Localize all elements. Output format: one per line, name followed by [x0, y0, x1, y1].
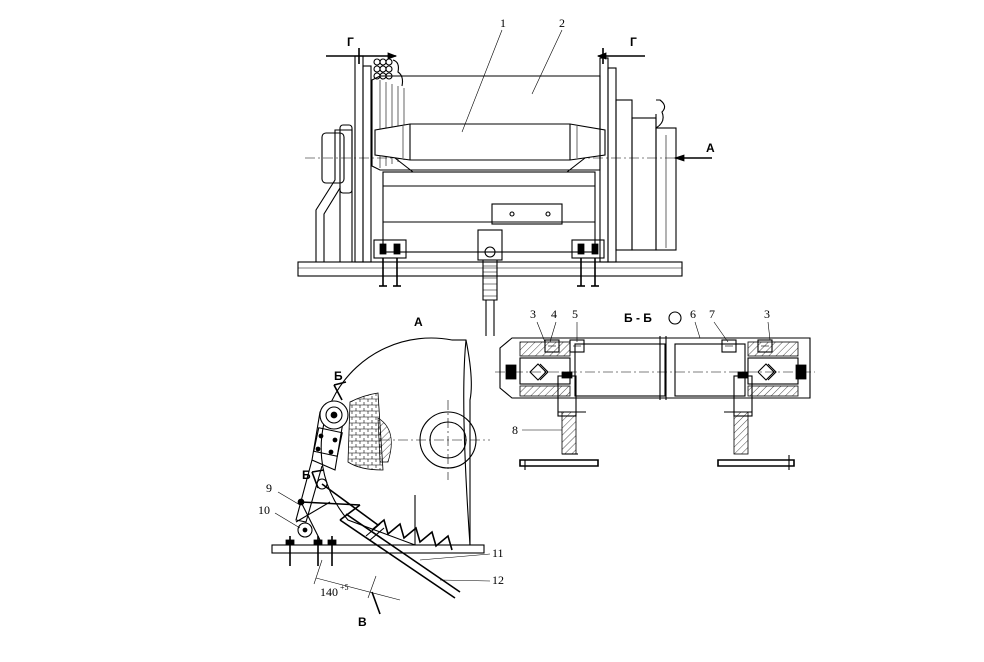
callout-8-label: 8	[512, 423, 518, 437]
dimension-tolerance: +5	[340, 583, 349, 592]
lower-housing	[382, 157, 596, 253]
dimension-value: 140	[320, 585, 338, 599]
left-anchor-bolts	[373, 239, 407, 287]
callout-6-label: 6	[690, 307, 696, 321]
callout-1-label: 1	[500, 16, 506, 30]
section-bb: Б - Б	[495, 307, 815, 470]
tension-screw	[477, 229, 503, 336]
callouts-view-a: 9 10 11 12	[258, 481, 504, 587]
section-g-marks: Г Г	[326, 35, 645, 64]
spring-assembly	[339, 504, 461, 599]
roller	[374, 123, 606, 161]
right-bearing-group	[721, 339, 807, 397]
callout-10-label: 10	[258, 503, 270, 517]
section-b-marks: Б Б	[302, 369, 347, 489]
callout-7-label: 7	[709, 307, 715, 321]
left-bearing-support	[305, 124, 700, 262]
callout-3-right-label: 3	[764, 307, 770, 321]
callout-3-left-label: 3	[530, 307, 536, 321]
drum-side-disk	[320, 337, 490, 546]
section-b-lower-label: Б	[302, 468, 311, 482]
callout-2-label: 2	[559, 16, 565, 30]
section-g-right-label: Г	[630, 35, 637, 49]
right-anchor-bolts	[571, 239, 605, 287]
view-a-arrow: А	[673, 141, 715, 162]
callouts-top: 1 2	[461, 16, 565, 133]
left-frame-plate	[354, 55, 372, 263]
dimension-140: 140 +5	[313, 559, 401, 601]
view-v-mark: В	[358, 591, 381, 629]
roller-shell	[495, 336, 815, 400]
callout-12-label: 12	[492, 573, 504, 587]
rope-coils	[373, 58, 404, 87]
callout-11-label: 11	[492, 546, 504, 560]
view-a-title: А	[414, 315, 423, 329]
right-hanger-bracket	[717, 371, 795, 470]
callout-4-label: 4	[551, 307, 557, 321]
callout-9-label: 9	[266, 481, 272, 495]
top-elevation-view: Г Г А 1 2	[297, 16, 715, 336]
callouts-section-bb: 3 4 5 6 7 3 8	[512, 307, 771, 437]
callout-5-label: 5	[572, 307, 578, 321]
view-a-arrow-label: А	[706, 141, 715, 155]
view-v-label: В	[358, 615, 367, 629]
right-frame-and-gearbox	[599, 57, 677, 263]
view-a-bolts	[285, 536, 337, 566]
left-bearing-group	[505, 339, 585, 397]
view-a: А	[258, 315, 504, 629]
section-b-upper-label: Б	[334, 369, 343, 383]
section-bb-title: Б - Б	[624, 311, 652, 325]
section-g-left-label: Г	[347, 35, 354, 49]
base-plate	[297, 261, 683, 277]
lever-arm	[295, 400, 379, 541]
left-hanger-bracket	[519, 371, 599, 470]
